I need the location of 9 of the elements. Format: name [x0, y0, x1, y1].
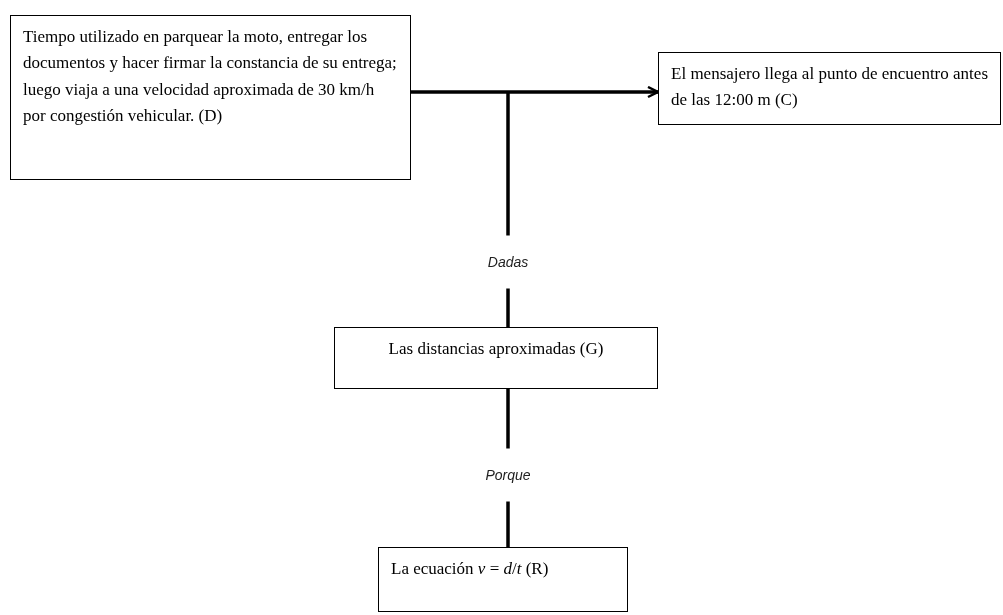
- box-text: El mensajero llega al punto de encuentro antes de las 12:00 m (C): [671, 63, 988, 112]
- box-text: Las distancias aproximadas (G): [387, 338, 605, 360]
- connector-line: [411, 85, 660, 99]
- text-box: [658, 52, 1001, 125]
- text-box: [378, 547, 628, 612]
- text-box: [10, 15, 411, 180]
- box-text: Tiempo utilizado en parquear la moto, entregar los documentos y hacer firmar la constancia de su entrega; luego viaja a una velocidad aproximada de 30 km/h por congestión vehicular. (D): [23, 26, 398, 128]
- text-box: [334, 327, 658, 389]
- box-text: La ecuación v = d/t (R): [391, 558, 550, 580]
